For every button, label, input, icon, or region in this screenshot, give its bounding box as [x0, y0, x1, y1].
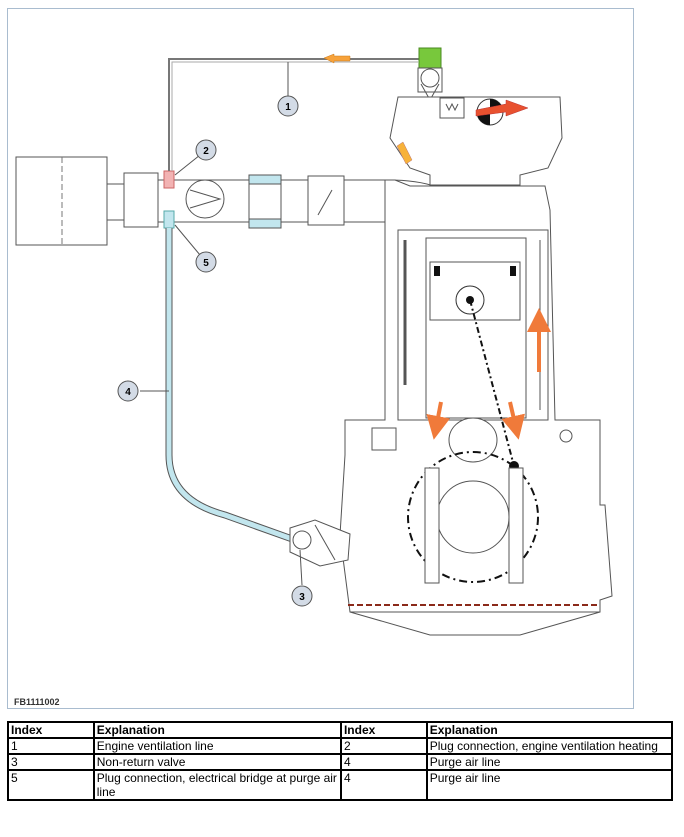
- legend-explanation: Plug connection, engine ventilation heat…: [425, 737, 674, 755]
- legend-index: 4: [339, 769, 428, 801]
- callout-1: 1: [277, 95, 299, 117]
- figure-code: FB1111002: [14, 697, 60, 707]
- legend-index: 5: [7, 769, 95, 801]
- legend-explanation: Engine ventilation line: [92, 737, 342, 755]
- bridge-connector: [163, 210, 175, 229]
- flow-arrow-ventilation: [323, 53, 351, 64]
- purge-air-line: [165, 228, 297, 544]
- legend-index: 3: [7, 753, 95, 771]
- vent-heating-connector: [163, 170, 175, 189]
- legend-explanation: Purge air line: [425, 769, 674, 801]
- engine-block: [339, 96, 613, 636]
- legend-explanation: Plug connection, electrical bridge at pu…: [92, 769, 342, 801]
- legend-index: 2: [339, 737, 428, 755]
- legend-explanation: Non-return valve: [92, 753, 342, 771]
- legend-header-row: Index Explanation Index Explanation: [7, 721, 674, 739]
- callout-5: 5: [195, 251, 217, 273]
- svg-text:4: 4: [125, 387, 131, 398]
- legend-index: 4: [339, 753, 428, 771]
- svg-text:2: 2: [203, 146, 209, 157]
- legend-header-explanation-2: Explanation: [425, 721, 674, 739]
- air-filter-housing: [15, 156, 108, 246]
- legend-row: 1 Engine ventilation line 2 Plug connect…: [7, 737, 674, 755]
- legend-row: 3 Non-return valve 4 Purge air line: [7, 753, 674, 771]
- engine-ventilation-diagram: 1 2 3 4 5: [15, 47, 613, 636]
- legend-header-index-1: Index: [7, 721, 95, 739]
- legend-header-explanation-1: Explanation: [92, 721, 342, 739]
- legend-table: Index Explanation Index Explanation 1 En…: [7, 721, 674, 801]
- legend-explanation: Purge air line: [425, 753, 674, 771]
- legend-header-index-2: Index: [339, 721, 428, 739]
- svg-text:1: 1: [285, 102, 291, 113]
- callout-3: 3: [291, 585, 313, 607]
- non-return-valve: [289, 519, 351, 567]
- svg-text:5: 5: [203, 258, 209, 269]
- legend-row: 5 Plug connection, electrical bridge at …: [7, 769, 674, 801]
- callout-4: 4: [117, 380, 139, 402]
- svg-text:3: 3: [299, 592, 305, 603]
- cylinder-head-valve: [418, 47, 442, 69]
- legend-index: 1: [7, 737, 95, 755]
- callout-2: 2: [195, 139, 217, 161]
